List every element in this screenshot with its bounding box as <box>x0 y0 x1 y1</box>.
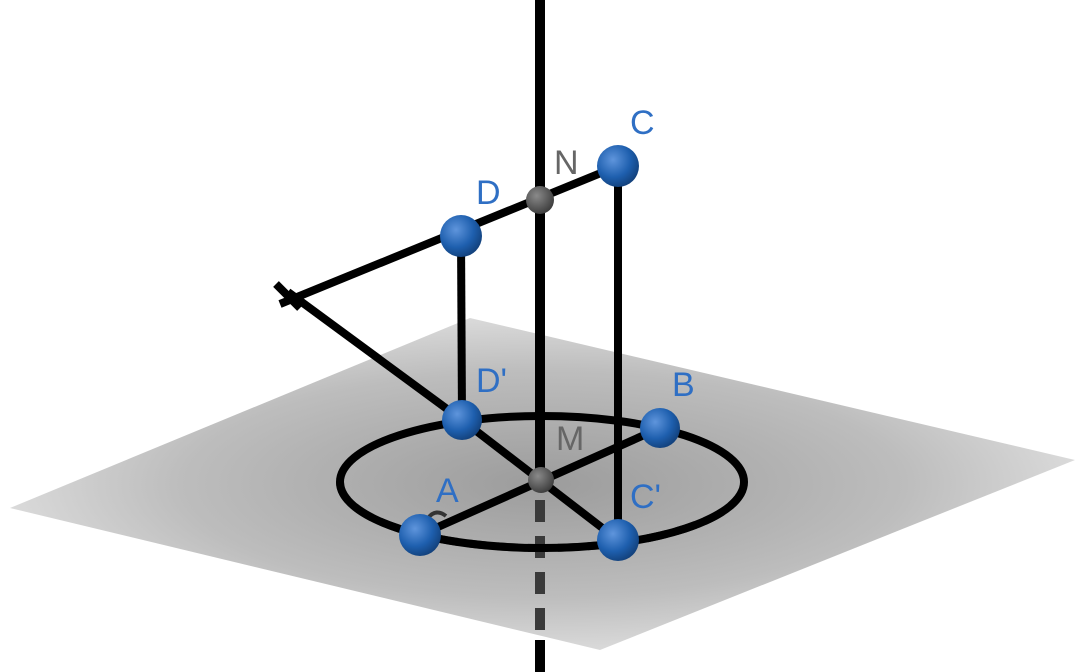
label-Cprime: C' <box>630 478 661 516</box>
cross-tick <box>273 281 303 311</box>
label-Dprime: D' <box>476 362 507 400</box>
label-B: B <box>672 366 695 404</box>
point-Dprime <box>442 400 482 440</box>
point-C <box>597 145 639 187</box>
label-D: D <box>476 174 501 212</box>
label-N: N <box>554 144 579 182</box>
label-A: A <box>436 472 459 510</box>
point-B <box>640 408 680 448</box>
point-D <box>440 215 482 257</box>
segment-D-Dprime <box>457 235 466 421</box>
point-Cprime <box>597 519 639 561</box>
point-M <box>528 467 554 493</box>
point-N <box>526 186 554 214</box>
line-through-Dprime <box>285 288 465 424</box>
point-A <box>399 514 441 556</box>
label-M: M <box>556 420 584 458</box>
label-C: C <box>630 104 655 142</box>
base-circle <box>336 412 748 552</box>
